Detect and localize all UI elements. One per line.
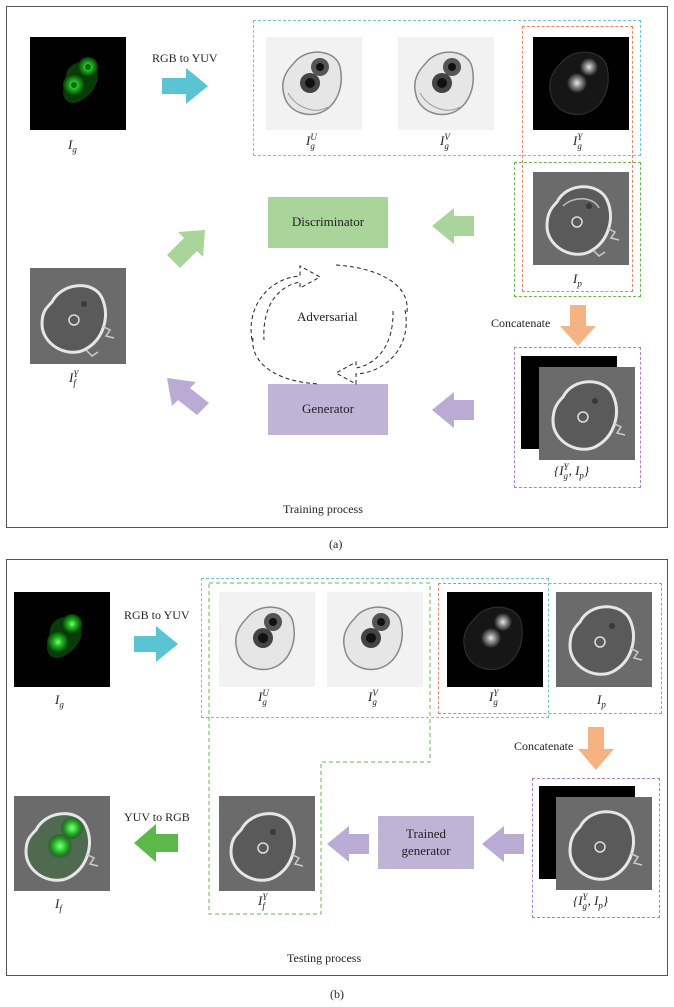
- rgb-to-yuv-arrow-b: [134, 626, 178, 662]
- discriminator-input-group: [514, 162, 641, 297]
- v-channel-image: [398, 37, 494, 130]
- concatenated-input-group-a: [514, 347, 641, 488]
- discriminator-box: Discriminator: [268, 197, 388, 248]
- y-channel-image: [533, 37, 629, 130]
- concatenate-label-a: Concatenate: [491, 316, 551, 330]
- yuv-channels-group: [253, 20, 641, 156]
- trained-generator-line2: generator: [401, 842, 451, 858]
- yuv-to-rgb-label: YUV to RGB: [124, 810, 190, 824]
- panel-a-letter: (a): [329, 537, 343, 551]
- trained-generator-box: Trained generator: [378, 816, 474, 869]
- phase-contrast-image-ip-b: [556, 592, 652, 687]
- concat-front-image-a: [539, 367, 635, 460]
- y-channel-image-b: [447, 592, 543, 687]
- adversarial-label: Adversarial: [297, 309, 358, 324]
- label-ig: Ig: [68, 137, 77, 155]
- arrow-trained-generator-to-ify: [327, 826, 369, 862]
- yuv-to-rgb-arrow: [134, 824, 178, 862]
- training-caption: Training process: [283, 502, 363, 516]
- concatenate-arrow-b: [578, 727, 614, 770]
- label-ig-b: Ig: [55, 692, 64, 710]
- generator-box: Generator: [268, 384, 388, 435]
- arrow-generator-to-ify: [167, 378, 209, 415]
- fused-image-if: [14, 796, 110, 891]
- concatenate-arrow-a: [560, 305, 596, 346]
- trained-generator-line1: Trained: [406, 825, 446, 841]
- arrow-ip-to-discriminator: [432, 208, 474, 244]
- rgb-to-yuv-label-b: RGB to YUV: [124, 608, 190, 622]
- label-ip-b: Ip: [597, 692, 606, 710]
- fluorescence-image-ig-b: [14, 592, 110, 687]
- label-if: If: [55, 896, 62, 914]
- arrow-concat-to-trained-generator: [482, 826, 524, 862]
- rgb-to-yuv-label: RGB to YUV: [152, 51, 218, 65]
- arrow-concat-to-generator: [432, 392, 474, 428]
- label-ip: Ip: [573, 271, 582, 289]
- y-and-p-group-b: [438, 583, 662, 714]
- u-channel-image-b: [219, 592, 315, 687]
- generated-y-image-b: [219, 796, 315, 891]
- generated-y-image-a: [30, 268, 126, 364]
- concatenated-input-group-b: [532, 778, 660, 918]
- arrow-discriminator-to-ify: [167, 230, 205, 268]
- v-channel-image-b: [327, 592, 423, 687]
- yuv-channels-group-b: [201, 578, 549, 718]
- panel-b-letter: (b): [330, 987, 344, 1001]
- rgb-to-yuv-arrow-a: [162, 68, 208, 104]
- u-channel-image: [266, 37, 362, 130]
- phase-contrast-image-ip: [533, 172, 629, 265]
- testing-caption: Testing process: [287, 951, 362, 965]
- fluorescence-image-ig: [30, 37, 126, 130]
- y-channel-group: [522, 26, 633, 292]
- adversarial-cycle: [250, 264, 408, 385]
- concatenate-label-b: Concatenate: [514, 739, 574, 753]
- concat-front-image-b: [556, 797, 652, 890]
